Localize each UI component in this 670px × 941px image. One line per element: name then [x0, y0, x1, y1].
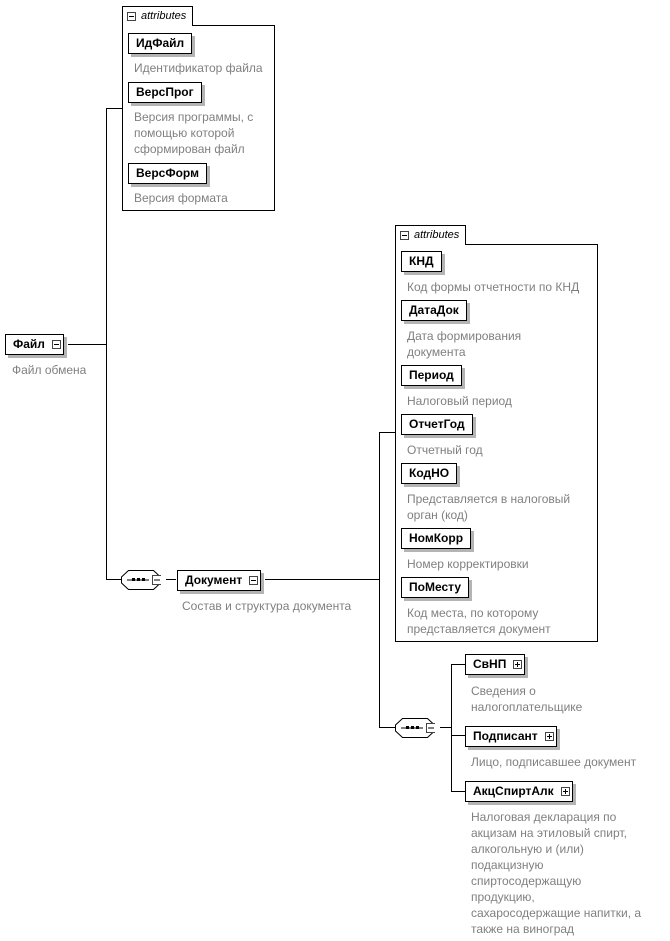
element-description: Сведения о налогоплательщике [471, 684, 583, 714]
expand-icon[interactable] [513, 660, 523, 669]
element-podpisant[interactable]: Подписант [465, 726, 557, 747]
element-description: Лицо, подписавшее документ [471, 755, 637, 769]
root-element-label: Файл [13, 337, 45, 351]
attribute-description: Версия формата [134, 191, 228, 205]
attribute-otchetgod[interactable]: ОтчетГод [401, 414, 473, 435]
collapse-icon[interactable] [51, 340, 61, 349]
element-description: Состав и структура документа [182, 599, 352, 613]
attribute-versprog[interactable]: ВерсПрог [128, 82, 202, 103]
collapse-icon[interactable] [400, 231, 409, 240]
sequence-compositor-icon[interactable] [395, 718, 435, 738]
expand-icon[interactable] [560, 787, 570, 796]
element-label: Подписант [473, 729, 538, 743]
attribute-period[interactable]: Период [401, 365, 462, 386]
attribute-nomkorr[interactable]: НомКорр [401, 528, 472, 549]
sequence-compositor-icon[interactable] [121, 570, 161, 590]
document-attributes-header[interactable]: attributes [395, 225, 467, 245]
element-description: Налоговая декларация по акцизам на этило… [471, 810, 642, 936]
attributes-header-label: attributes [141, 10, 187, 22]
attribute-knd[interactable]: КНД [401, 251, 442, 272]
root-element-description: Файл обмена [12, 363, 87, 377]
element-document[interactable]: Документ [177, 570, 262, 591]
element-label: АкцСпиртАлк [473, 784, 554, 798]
element-label: Документ [185, 573, 243, 587]
attribute-description: Налоговый период [407, 394, 512, 408]
attribute-description: Номер корректировки [407, 557, 529, 571]
attributes-header-label: attributes [414, 229, 460, 241]
attribute-description: Отчетный год [407, 443, 483, 457]
attribute-description: Код места, по которому представляется до… [407, 606, 551, 636]
attribute-pomestu[interactable]: ПоМесту [401, 577, 469, 598]
attribute-kodno[interactable]: КодНО [401, 463, 458, 484]
attribute-versform[interactable]: ВерсФорм [128, 163, 207, 184]
collapse-icon[interactable] [127, 12, 136, 21]
attribute-description: Код формы отчетности по КНД [407, 280, 580, 294]
element-akcspirtalk[interactable]: АкцСпиртАлк [465, 781, 573, 802]
collapse-icon[interactable] [249, 576, 259, 585]
file-attributes-header[interactable]: attributes [122, 6, 194, 26]
attribute-description: Идентификатор файла [134, 61, 263, 75]
root-element-file[interactable]: Файл [5, 334, 64, 355]
attribute-description: Версия программы, с помощью которой сфор… [134, 110, 254, 156]
attribute-datadok[interactable]: ДатаДок [401, 300, 467, 321]
element-label: СвНП [473, 657, 507, 671]
element-svnp[interactable]: СвНП [465, 654, 526, 675]
attribute-idfile[interactable]: ИдФайл [128, 33, 193, 54]
attribute-description: Дата формирования документа [407, 329, 522, 359]
attribute-description: Представляется в налоговый орган (код) [407, 492, 571, 522]
expand-icon[interactable] [544, 732, 554, 741]
